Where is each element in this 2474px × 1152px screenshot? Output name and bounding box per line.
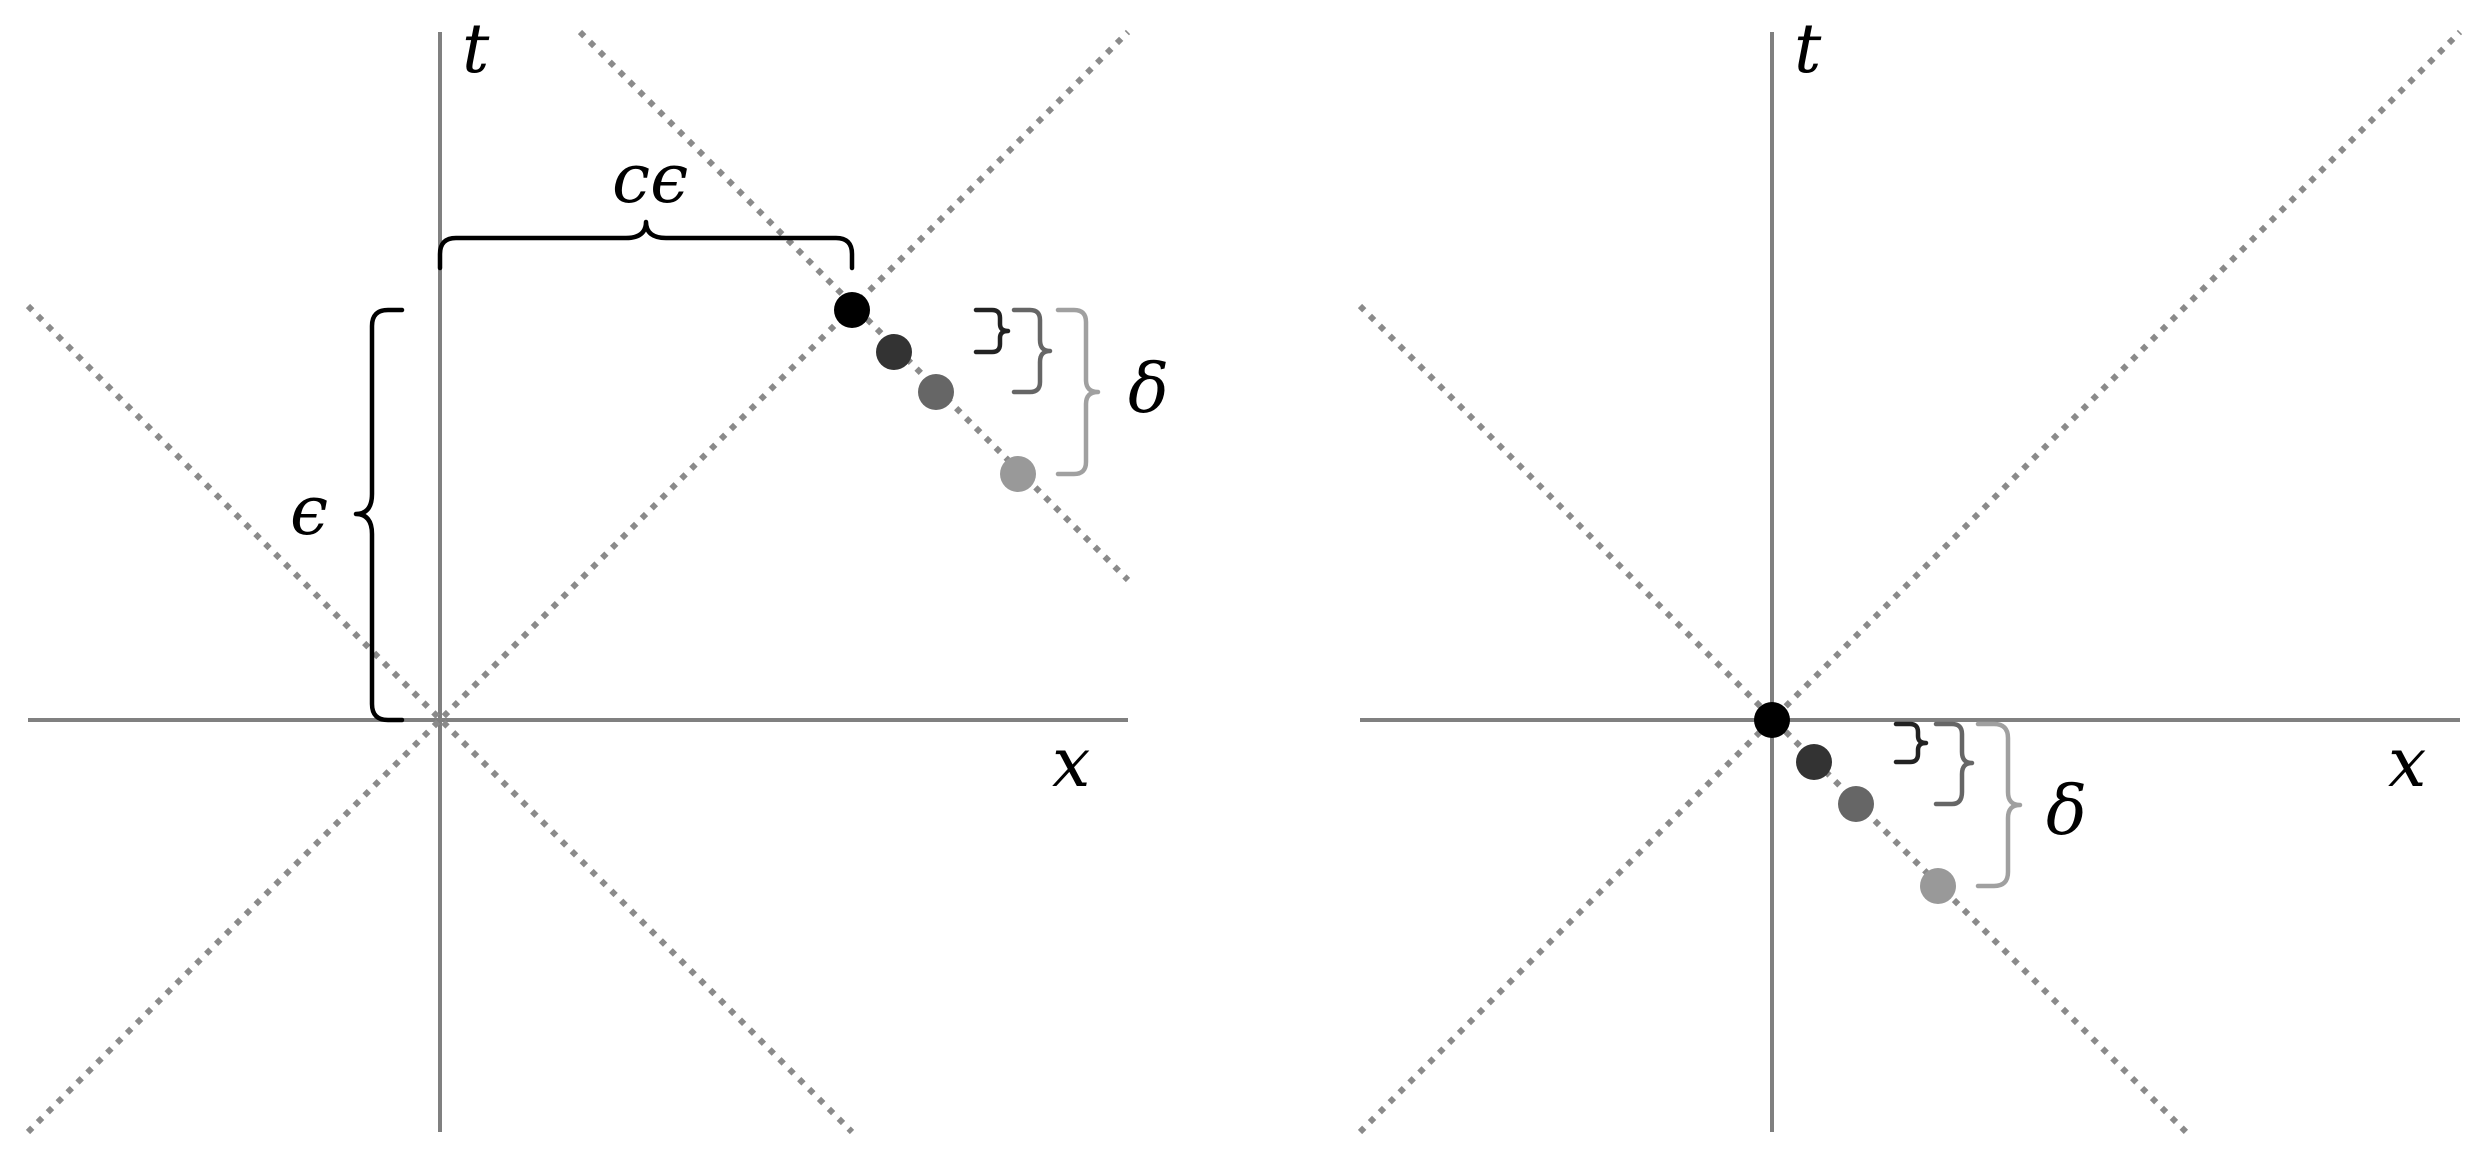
- left-brace-c-epsilon: [437, 219, 855, 271]
- left-cone-event-past: [577, 29, 1131, 583]
- left-dot-1: [834, 292, 870, 328]
- left-delta-label: δ: [1128, 350, 1169, 429]
- right-dot-2: [1796, 744, 1832, 780]
- right-panel: t x δ: [1357, 10, 2463, 1135]
- right-brace-delta-3: [1975, 721, 2023, 889]
- left-epsilon-label: ϵ: [290, 472, 328, 551]
- left-cone-origin-future: [25, 29, 1131, 1135]
- right-dot-3: [1838, 786, 1874, 822]
- right-delta-label: δ: [2046, 772, 2087, 851]
- left-brace-delta-1: [973, 307, 1011, 355]
- left-brace-delta-3: [1055, 307, 1101, 477]
- left-c-epsilon-label: cϵ: [612, 140, 688, 219]
- right-dot-4: [1920, 868, 1956, 904]
- right-x-axis-label: x: [2388, 724, 2426, 803]
- right-brace-delta-1: [1893, 721, 1929, 765]
- right-dot-1: [1754, 702, 1790, 738]
- left-t-axis-label: t: [462, 10, 490, 89]
- left-dot-3: [918, 374, 954, 410]
- left-dot-4: [1000, 456, 1036, 492]
- left-panel: t x cϵ ϵ δ: [25, 10, 1169, 1135]
- right-cone-future: [1357, 29, 2463, 1135]
- left-brace-delta-2: [1011, 307, 1053, 395]
- left-x-axis-label: x: [1052, 724, 1090, 803]
- right-brace-delta-2: [1933, 721, 1975, 807]
- left-brace-epsilon: [353, 307, 405, 723]
- left-dot-2: [876, 334, 912, 370]
- right-t-axis-label: t: [1794, 10, 1822, 89]
